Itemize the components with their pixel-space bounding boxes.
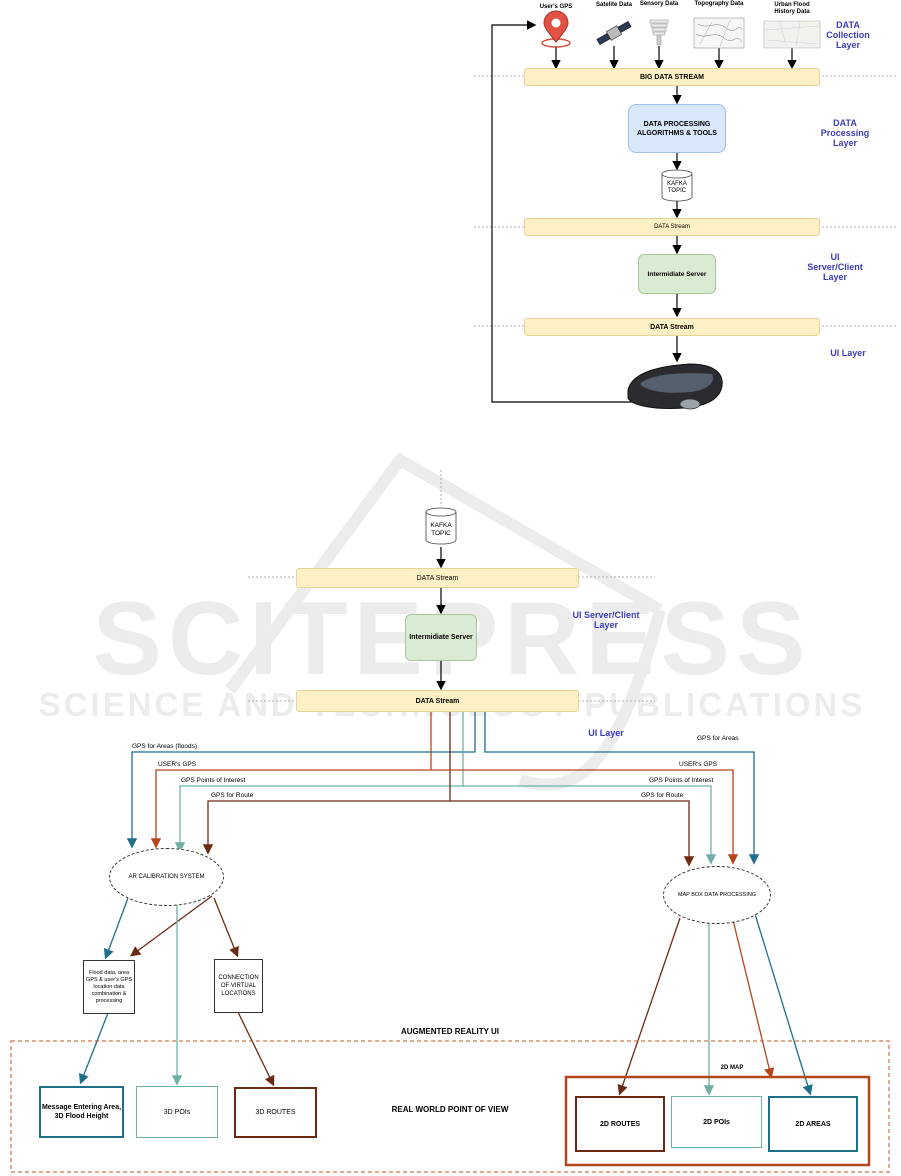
output-2d-areas: 2D AREAS [768, 1096, 858, 1152]
layer-label-collection: DATA Collection Layer [826, 20, 870, 50]
label-gps-route-left: GPS for Route [211, 792, 254, 799]
layer-label-ui: UI Layer [830, 348, 866, 358]
big-data-stream: BIG DATA STREAM [524, 68, 820, 86]
data-stream-top-1: DATA Stream [524, 218, 820, 236]
label-gps-poi-left: GPS Points of Interest [181, 777, 246, 784]
intermediate-server-bottom: Intermidiate Server [405, 614, 477, 661]
intermediate-server-top: Intermidiate Server [638, 254, 716, 294]
source-label: Topography Data [694, 1, 744, 7]
source-label: Urban Flood History Data [774, 2, 810, 15]
label-gps-areas-right: GPS for Areas [697, 735, 739, 742]
output-3d-pois: 3D POIs [136, 1086, 218, 1138]
2d-map-label: 2D MAP [720, 1065, 744, 1071]
layer-label-server-client-bottom: UI Server/Client Layer [572, 610, 640, 630]
label-gps-route-right: GPS for Route [641, 792, 684, 799]
connection-virtual-locations-note: CONNECTION OF VIRTUAL LOCATIONS [214, 959, 263, 1013]
label-users-gps-left: USER's GPS [158, 761, 197, 768]
mapbox-data-processing: MAP BOX DATA PROCESSING [663, 866, 771, 924]
ar-ui-title: AUGMENTED REALITY UI [400, 1027, 500, 1036]
layer-label-processing: DATA Processing Layer [820, 118, 870, 148]
ar-calibration-system: AR CALIBRATION SYSTEM [109, 848, 224, 906]
label-users-gps-right: USER's GPS [679, 761, 718, 768]
flood-data-note: Flood data, area GPS & user's GPS locati… [83, 960, 135, 1014]
output-2d-routes: 2D ROUTES [575, 1096, 665, 1152]
source-label: Satelite Data [595, 2, 632, 8]
output-3d-routes: 3D ROUTES [234, 1087, 317, 1138]
output-message-flood-height: Message Entering Area, 3D Flood Height [39, 1086, 124, 1138]
source-label: Sensory Data [639, 1, 679, 7]
source-label: User's GPS [539, 4, 573, 10]
layer-label-ui-bottom: UI Layer [588, 728, 624, 738]
kafka-topic-label: KAFKA TOPIC [430, 522, 452, 537]
data-stream-top-2: DATA Stream [524, 318, 820, 336]
data-processing-box: DATA PROCESSING ALGORITHMS & TOOLS [628, 104, 726, 153]
data-stream-bottom-1: DATA Stream [296, 568, 579, 588]
label-gps-areas-left: GPS for Areas (floods) [132, 743, 198, 750]
layer-label-server-client: UI Server/Client Layer [807, 252, 863, 282]
output-2d-pois: 2D POIs [671, 1096, 762, 1148]
kafka-topic-label: KAFKA TOPIC [667, 181, 687, 194]
real-world-pov-label: REAL WORLD POINT OF VIEW [391, 1105, 509, 1114]
data-stream-bottom-2: DATA Stream [296, 690, 579, 712]
label-gps-poi-right: GPS Points of Interest [649, 777, 714, 784]
